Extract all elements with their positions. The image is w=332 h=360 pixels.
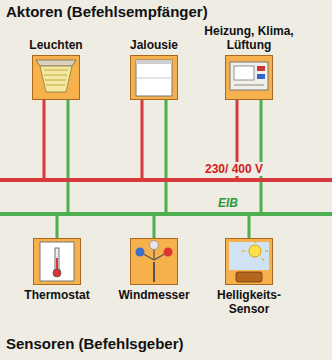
bus-label: 230/ 400 V [203, 162, 265, 176]
device-box: Heizung, Klima, Lüftung [225, 55, 273, 100]
light-sensor-icon [229, 241, 269, 282]
diagram-title: Aktoren (Befehlsempfänger) [6, 3, 208, 20]
bus-label: EIB [216, 196, 240, 210]
device-box: Leuchten [32, 55, 80, 100]
hvac-icon [230, 62, 268, 90]
power-bus [0, 178, 332, 182]
device-label: Windmesser [109, 288, 199, 302]
device-label: Leuchten [11, 38, 101, 52]
diagram-caption: Sensoren (Befehlsgeber) [6, 335, 184, 352]
device-label: Helligkeits- Sensor [209, 288, 289, 316]
anemometer-icon [136, 241, 173, 283]
device-box: Windmesser [130, 238, 178, 285]
device-label: Heizung, Klima, Lüftung [199, 24, 299, 52]
eib-bus [0, 212, 332, 216]
device-box: Thermostat [33, 238, 81, 285]
device-label: Jalousie [109, 38, 199, 52]
thermometer-icon [40, 242, 74, 281]
device-box: Helligkeits- Sensor [225, 238, 273, 285]
device-box: Jalousie [130, 55, 178, 100]
blind-icon [136, 60, 172, 96]
lamp-icon [36, 60, 76, 92]
device-label: Thermostat [12, 288, 102, 302]
